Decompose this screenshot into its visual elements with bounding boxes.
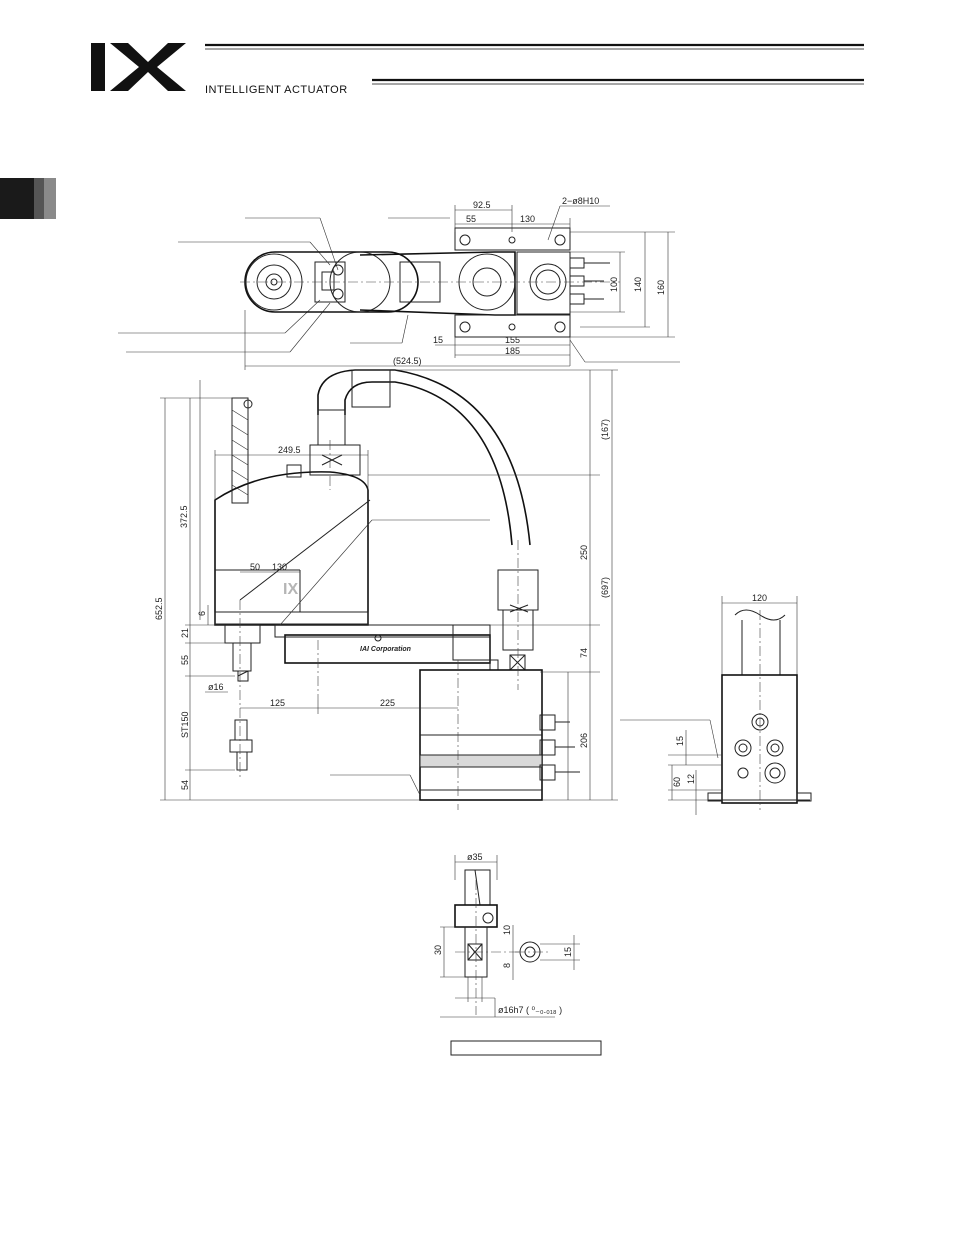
dim-16: ø16	[208, 682, 224, 692]
dim-524-5: (524.5)	[393, 356, 422, 366]
dim-697: (697)	[600, 577, 610, 598]
dim-shaft: ø16h7 ( ⁰₋₀.₀₁₈ )	[498, 1005, 562, 1015]
dim-167: (167)	[600, 419, 610, 440]
dim-160: 160	[656, 280, 666, 295]
detail-view: ø35 30 10 8 15 ø16h7 ( ⁰₋₀.₀₁₈ )	[433, 852, 601, 1055]
dim-185: 185	[505, 346, 520, 356]
header: INTELLIGENT ACTUATOR	[91, 43, 864, 96]
base-label: IAI Corporation	[360, 646, 411, 653]
section-tab	[0, 178, 56, 219]
dim-21: 21	[180, 628, 190, 638]
dim-130: 130	[520, 214, 535, 224]
dim-10: 10	[502, 925, 512, 935]
dim-15-end: 15	[675, 736, 685, 746]
dim-55: 55	[180, 655, 190, 665]
dim-30: 30	[433, 945, 443, 955]
dim-st150: ST150	[180, 711, 190, 738]
dim-125: 125	[270, 698, 285, 708]
dim-8: 8	[502, 963, 512, 968]
dim-55: 55	[466, 214, 476, 224]
end-view: 120 15 60 12	[668, 593, 811, 815]
dim-15: 15	[433, 335, 443, 345]
side-view: IX IAI Corporation	[154, 370, 718, 810]
dim-140: 140	[633, 277, 643, 292]
ix-logo	[91, 43, 186, 91]
dim-120: 120	[752, 593, 767, 603]
dim-249-5: 249.5	[278, 445, 301, 455]
dim-74: 74	[579, 648, 589, 658]
dim-100: 100	[609, 277, 619, 292]
dim-6: 6	[197, 611, 207, 616]
dim-60: 60	[672, 777, 682, 787]
dim-holes: 2−ø8H10	[562, 196, 599, 206]
dim-50: 50	[250, 562, 260, 572]
dim-225: 225	[380, 698, 395, 708]
dim-35: ø35	[467, 852, 483, 862]
dim-54: 54	[180, 780, 190, 790]
dim-155: 155	[505, 335, 520, 345]
top-view: 92.5 55 130 2−ø8H10 100 140 160 15 155 1…	[118, 196, 680, 370]
dim-250: 250	[579, 545, 589, 560]
dim-92-5: 92.5	[473, 200, 491, 210]
dim-206: 206	[579, 733, 589, 748]
dim-652-5: 652.5	[154, 597, 164, 620]
dim-372-5: 372.5	[179, 505, 189, 528]
caption-box	[451, 1041, 601, 1055]
dim-15-detail: 15	[563, 947, 573, 957]
dim-12: 12	[686, 774, 696, 784]
brand-line: INTELLIGENT ACTUATOR	[205, 84, 348, 96]
dim-130-side: 130	[272, 562, 287, 572]
body-logo-mark: IX	[283, 581, 298, 598]
